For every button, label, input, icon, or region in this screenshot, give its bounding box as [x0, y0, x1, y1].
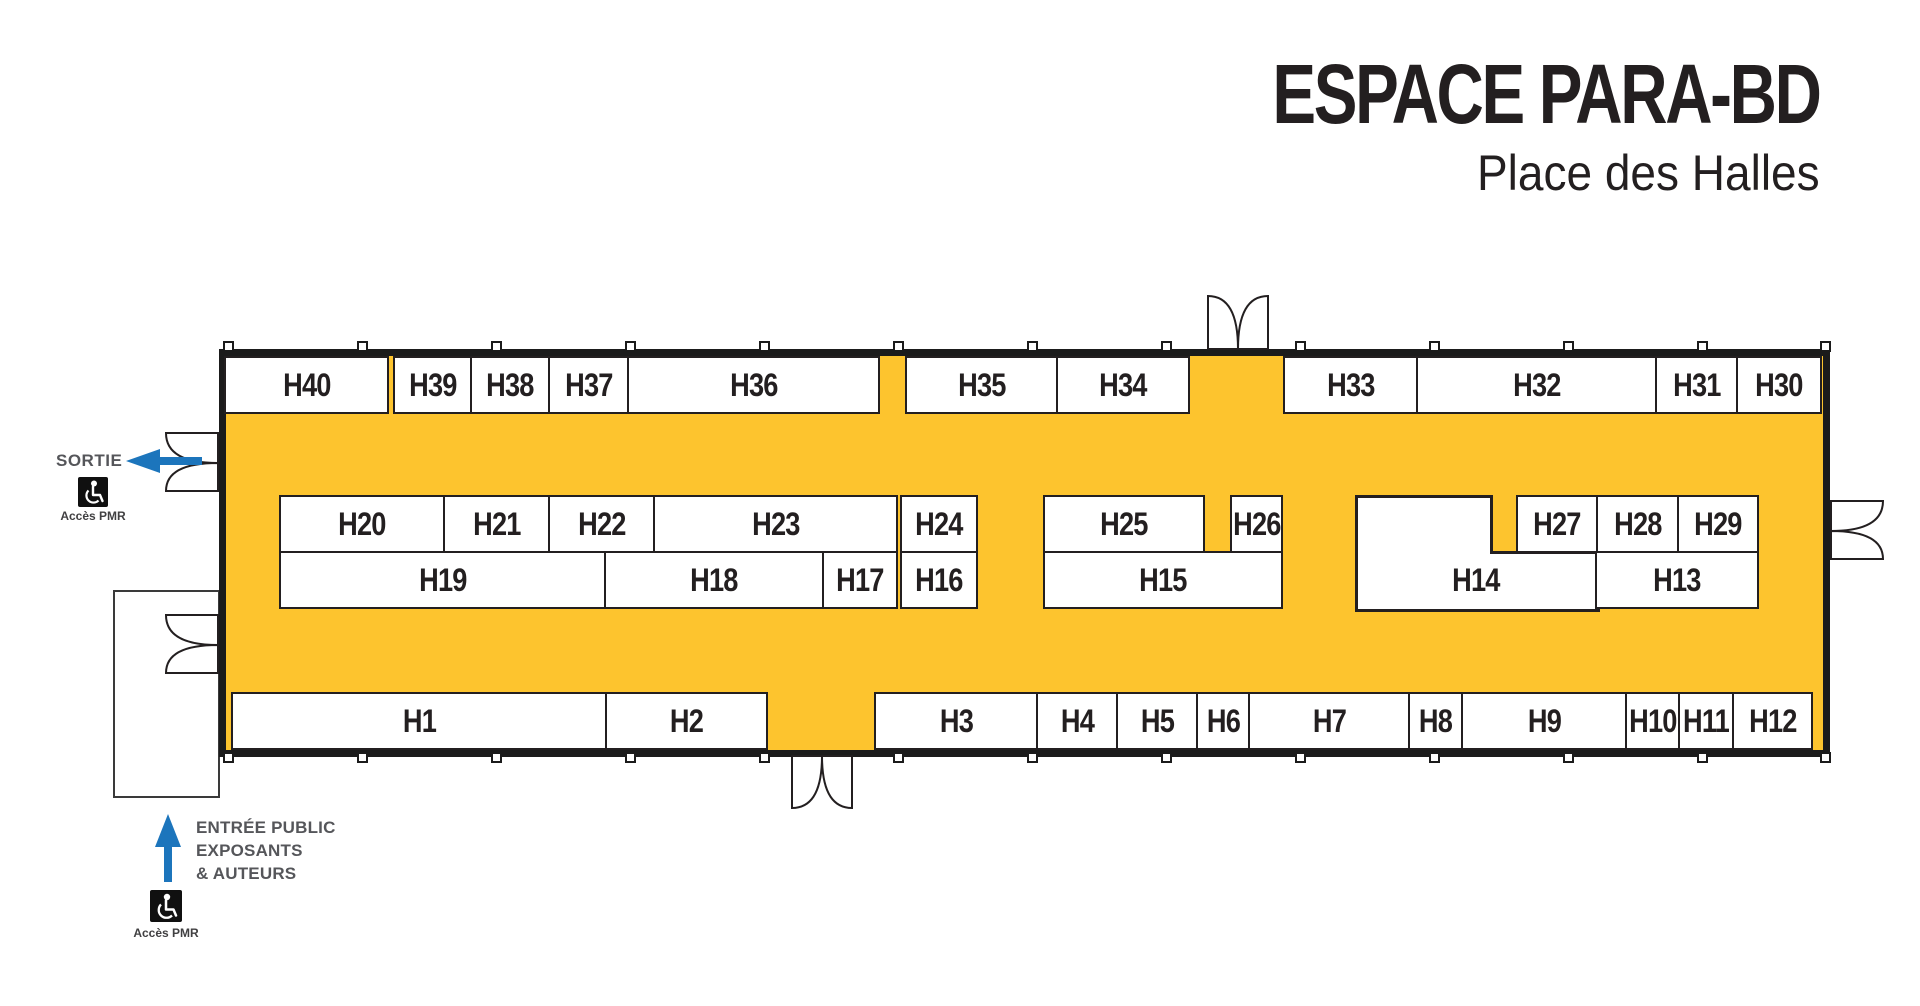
booth-H4: H4 [1036, 692, 1118, 750]
booth-H6: H6 [1196, 692, 1250, 750]
booth-H23: H23 [653, 495, 898, 553]
booth-H38: H38 [470, 356, 550, 414]
booth-H18: H18 [604, 551, 824, 609]
booth-H34: H34 [1056, 356, 1190, 414]
pmr-label-sortie: Accès PMR [60, 509, 126, 523]
booth-H11: H11 [1678, 692, 1734, 750]
right-door-icon [1830, 500, 1885, 560]
booth-H8: H8 [1408, 692, 1463, 750]
wall-post [1027, 341, 1038, 352]
booth-H22: H22 [548, 495, 655, 553]
wall-post [893, 341, 904, 352]
pmr-icon-entree [150, 890, 182, 922]
booth-H9: H9 [1461, 692, 1627, 750]
wall-post [223, 752, 234, 763]
booth-H30: H30 [1736, 356, 1822, 414]
booth-H1: H1 [231, 692, 607, 750]
booth-H35: H35 [905, 356, 1058, 414]
booth-H39: H39 [393, 356, 472, 414]
booth-H13: H13 [1595, 551, 1759, 609]
bottom-entrance-door-icon [791, 755, 853, 810]
wall-post [1697, 341, 1708, 352]
wall-post [491, 752, 502, 763]
booth-H40: H40 [224, 356, 389, 414]
booth-H32: H32 [1416, 356, 1657, 414]
page-title: ESPACE PARA-BD [1272, 47, 1823, 141]
booth-H27: H27 [1516, 495, 1598, 553]
pmr-icon-sortie [78, 477, 108, 507]
booth-H37: H37 [548, 356, 629, 414]
booth-H12: H12 [1732, 692, 1813, 750]
booth-H33: H33 [1283, 356, 1418, 414]
wall-post [491, 341, 502, 352]
booth-H19: H19 [279, 551, 606, 609]
booth-H14: H14 [1452, 561, 1500, 598]
wall-post [1161, 341, 1172, 352]
booth-H5: H5 [1116, 692, 1198, 750]
booth-H25: H25 [1043, 495, 1205, 553]
wall-post [1429, 341, 1440, 352]
entree-line-1: ENTRÉE PUBLIC [196, 818, 336, 837]
wall-post [357, 752, 368, 763]
wall-post [1027, 752, 1038, 763]
booth-H3: H3 [874, 692, 1038, 750]
wall-post [1295, 752, 1306, 763]
booth-H24: H24 [900, 495, 978, 553]
booth-H29: H29 [1677, 495, 1759, 553]
booth-H31: H31 [1655, 356, 1738, 414]
wall-post [759, 752, 770, 763]
entree-arrow-icon [155, 814, 181, 882]
entree-line-2: EXPOSANTS [196, 841, 303, 860]
booth-H15: H15 [1043, 551, 1283, 609]
sortie-arrow-icon [126, 449, 202, 473]
wall-post [893, 752, 904, 763]
booth-H16: H16 [900, 551, 978, 609]
sortie-label: SORTIE [56, 451, 123, 470]
wall-post [1820, 341, 1831, 352]
wall-post [1563, 341, 1574, 352]
booth-H20: H20 [279, 495, 445, 553]
wall-post [1820, 752, 1831, 763]
page-subtitle: Place des Halles [1477, 145, 1820, 201]
wall-post [759, 341, 770, 352]
annex-door-icon [164, 614, 219, 674]
booth-H7: H7 [1248, 692, 1410, 750]
entree-label: ENTRÉE PUBLIC EXPOSANTS & AUTEURS [196, 816, 336, 885]
entree-line-3: & AUTEURS [196, 864, 297, 883]
booth-H10: H10 [1625, 692, 1680, 750]
top-entrance-door-icon [1207, 294, 1269, 350]
title-block: ESPACE PARA-BD Place des Halles [1118, 47, 1823, 201]
wall-post [1429, 752, 1440, 763]
wall-post [1295, 341, 1306, 352]
booth-H17: H17 [822, 551, 898, 609]
pmr-label-entree: Accès PMR [133, 926, 199, 940]
booth-H21: H21 [443, 495, 550, 553]
booth-H36: H36 [627, 356, 880, 414]
wall-post [625, 341, 636, 352]
wall-post [1697, 752, 1708, 763]
booth-H28: H28 [1596, 495, 1679, 553]
wall-post [223, 341, 234, 352]
wall-post [1161, 752, 1172, 763]
booth-H2: H2 [605, 692, 768, 750]
wall-post [625, 752, 636, 763]
wall-post [357, 341, 368, 352]
booth-H26: H26 [1230, 495, 1283, 553]
wall-post [1563, 752, 1574, 763]
sortie-door-icon [164, 432, 219, 492]
